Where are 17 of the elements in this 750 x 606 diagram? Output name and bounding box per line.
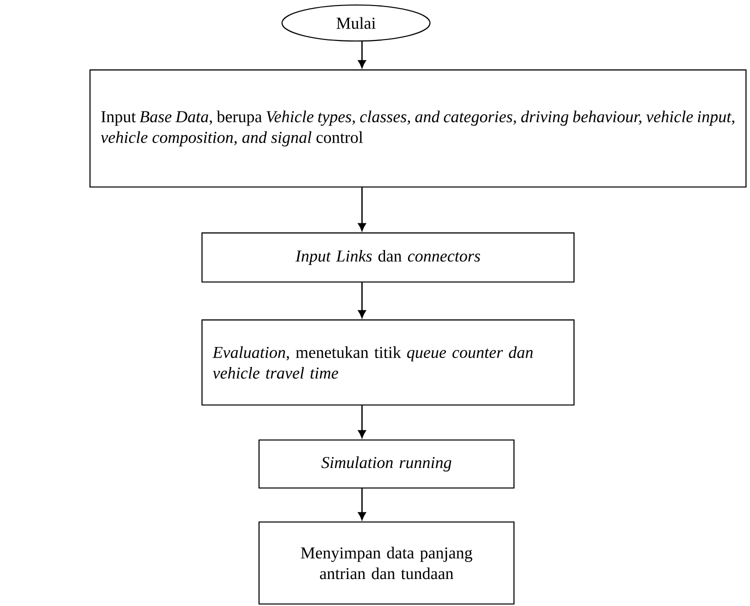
arrow	[358, 282, 366, 318]
node-text: Input Links dan connectors	[295, 250, 480, 266]
node-text: Mulai	[336, 17, 376, 29]
process-box	[258, 439, 514, 489]
process-box	[201, 232, 575, 283]
node-text: Menyimpan data panjang antrian dan tundaan	[300, 546, 472, 580]
node-text: Evaluation, menetukan titik queue counter dan vehicle travel time	[212, 346, 533, 379]
arrow	[358, 488, 366, 520]
process-box	[89, 69, 747, 188]
node-text: Simulation running	[321, 456, 452, 472]
start-ellipse	[281, 4, 431, 42]
arrow	[358, 42, 366, 68]
arrow	[358, 188, 366, 231]
process-box	[258, 521, 514, 605]
process-box	[201, 319, 575, 406]
arrow	[358, 406, 366, 438]
node-text: Input Base Data, berupa Vehicle types, classes, and categories, driving behaviour, vehicle input, vehicle composition, and signal control	[100, 110, 734, 146]
